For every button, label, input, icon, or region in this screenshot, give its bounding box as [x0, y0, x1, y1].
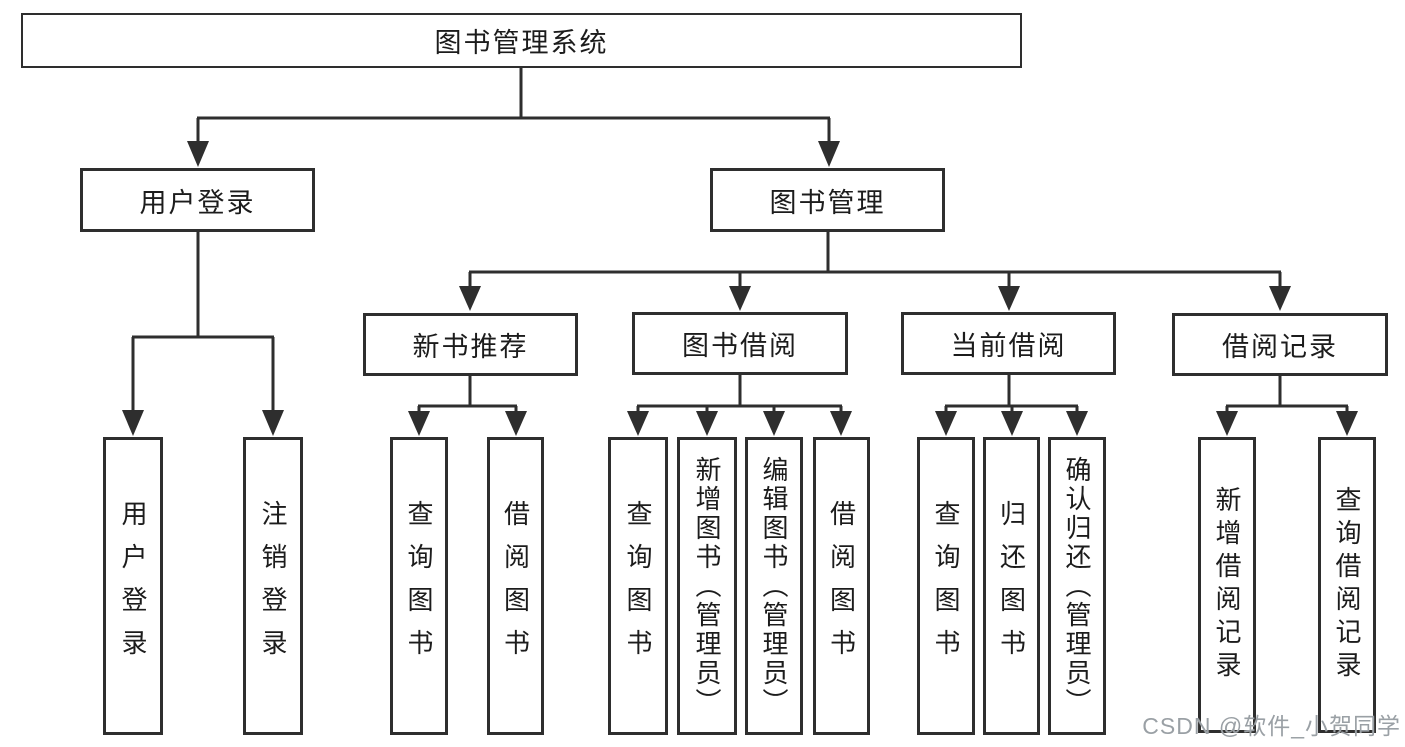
- leaf-borrow-borrow-book-label: 借阅图书: [826, 500, 857, 672]
- leaf-borrow-add-book-admin-label: 新增图书（管理员）: [692, 455, 722, 717]
- leaf-borrow-add-book-admin: 新增图书（管理员）: [677, 437, 737, 735]
- csdn-watermark: CSDN @软件_小贺同学: [1142, 713, 1401, 739]
- leaf-record-add-borrow-record: 新增借阅记录: [1198, 437, 1256, 733]
- node-borrow-record: 借阅记录: [1172, 313, 1388, 376]
- leaf-current-return-book: 归还图书: [983, 437, 1040, 735]
- leaf-recommend-query-book: 查询图书: [390, 437, 448, 735]
- arrowheads: [122, 141, 1358, 436]
- node-current-borrow: 当前借阅: [901, 312, 1116, 375]
- leaf-borrow-edit-book-admin-label: 编辑图书（管理员）: [759, 455, 789, 717]
- node-user-login-label: 用户登录: [139, 187, 256, 218]
- leaf-borrow-query-book: 查询图书: [608, 437, 668, 735]
- node-root-system: 图书管理系统: [21, 13, 1022, 68]
- node-user-login: 用户登录: [80, 168, 315, 232]
- leaf-borrow-borrow-book: 借阅图书: [813, 437, 870, 735]
- node-new-book-recommend-label: 新书推荐: [412, 332, 529, 362]
- leaf-recommend-borrow-book-label: 借阅图书: [500, 500, 531, 672]
- node-book-management-label: 图书管理: [769, 187, 886, 218]
- node-borrow-record-label: 借阅记录: [1222, 332, 1338, 362]
- leaf-borrow-edit-book-admin: 编辑图书（管理员）: [745, 437, 803, 735]
- leaf-record-query-borrow-record: 查询借阅记录: [1318, 437, 1376, 733]
- leaf-record-add-borrow-record-label: 新增借阅记录: [1212, 486, 1242, 684]
- node-book-borrow-label: 图书借阅: [682, 331, 798, 361]
- node-book-borrow: 图书借阅: [632, 312, 848, 375]
- leaf-current-confirm-return-admin: 确认归还（管理员）: [1048, 437, 1106, 735]
- node-current-borrow-label: 当前借阅: [950, 331, 1067, 361]
- leaf-current-confirm-return-admin-label: 确认归还（管理员）: [1062, 455, 1092, 717]
- leaf-logout-label: 注销登录: [258, 500, 288, 672]
- leaf-record-query-borrow-record-label: 查询借阅记录: [1332, 486, 1362, 684]
- leaf-recommend-borrow-book: 借阅图书: [487, 437, 544, 735]
- leaf-borrow-query-book-label: 查询图书: [623, 500, 653, 672]
- leaf-user-login: 用户登录: [103, 437, 163, 735]
- leaf-recommend-query-book-label: 查询图书: [404, 500, 434, 672]
- leaf-current-query-book: 查询图书: [917, 437, 975, 735]
- leaf-current-return-book-label: 归还图书: [996, 500, 1027, 672]
- leaf-user-login-label: 用户登录: [118, 500, 148, 672]
- node-root-system-label: 图书管理系统: [434, 28, 609, 58]
- node-book-management: 图书管理: [710, 168, 945, 232]
- leaf-logout: 注销登录: [243, 437, 303, 735]
- node-new-book-recommend: 新书推荐: [363, 313, 578, 376]
- leaf-current-query-book-label: 查询图书: [931, 500, 961, 672]
